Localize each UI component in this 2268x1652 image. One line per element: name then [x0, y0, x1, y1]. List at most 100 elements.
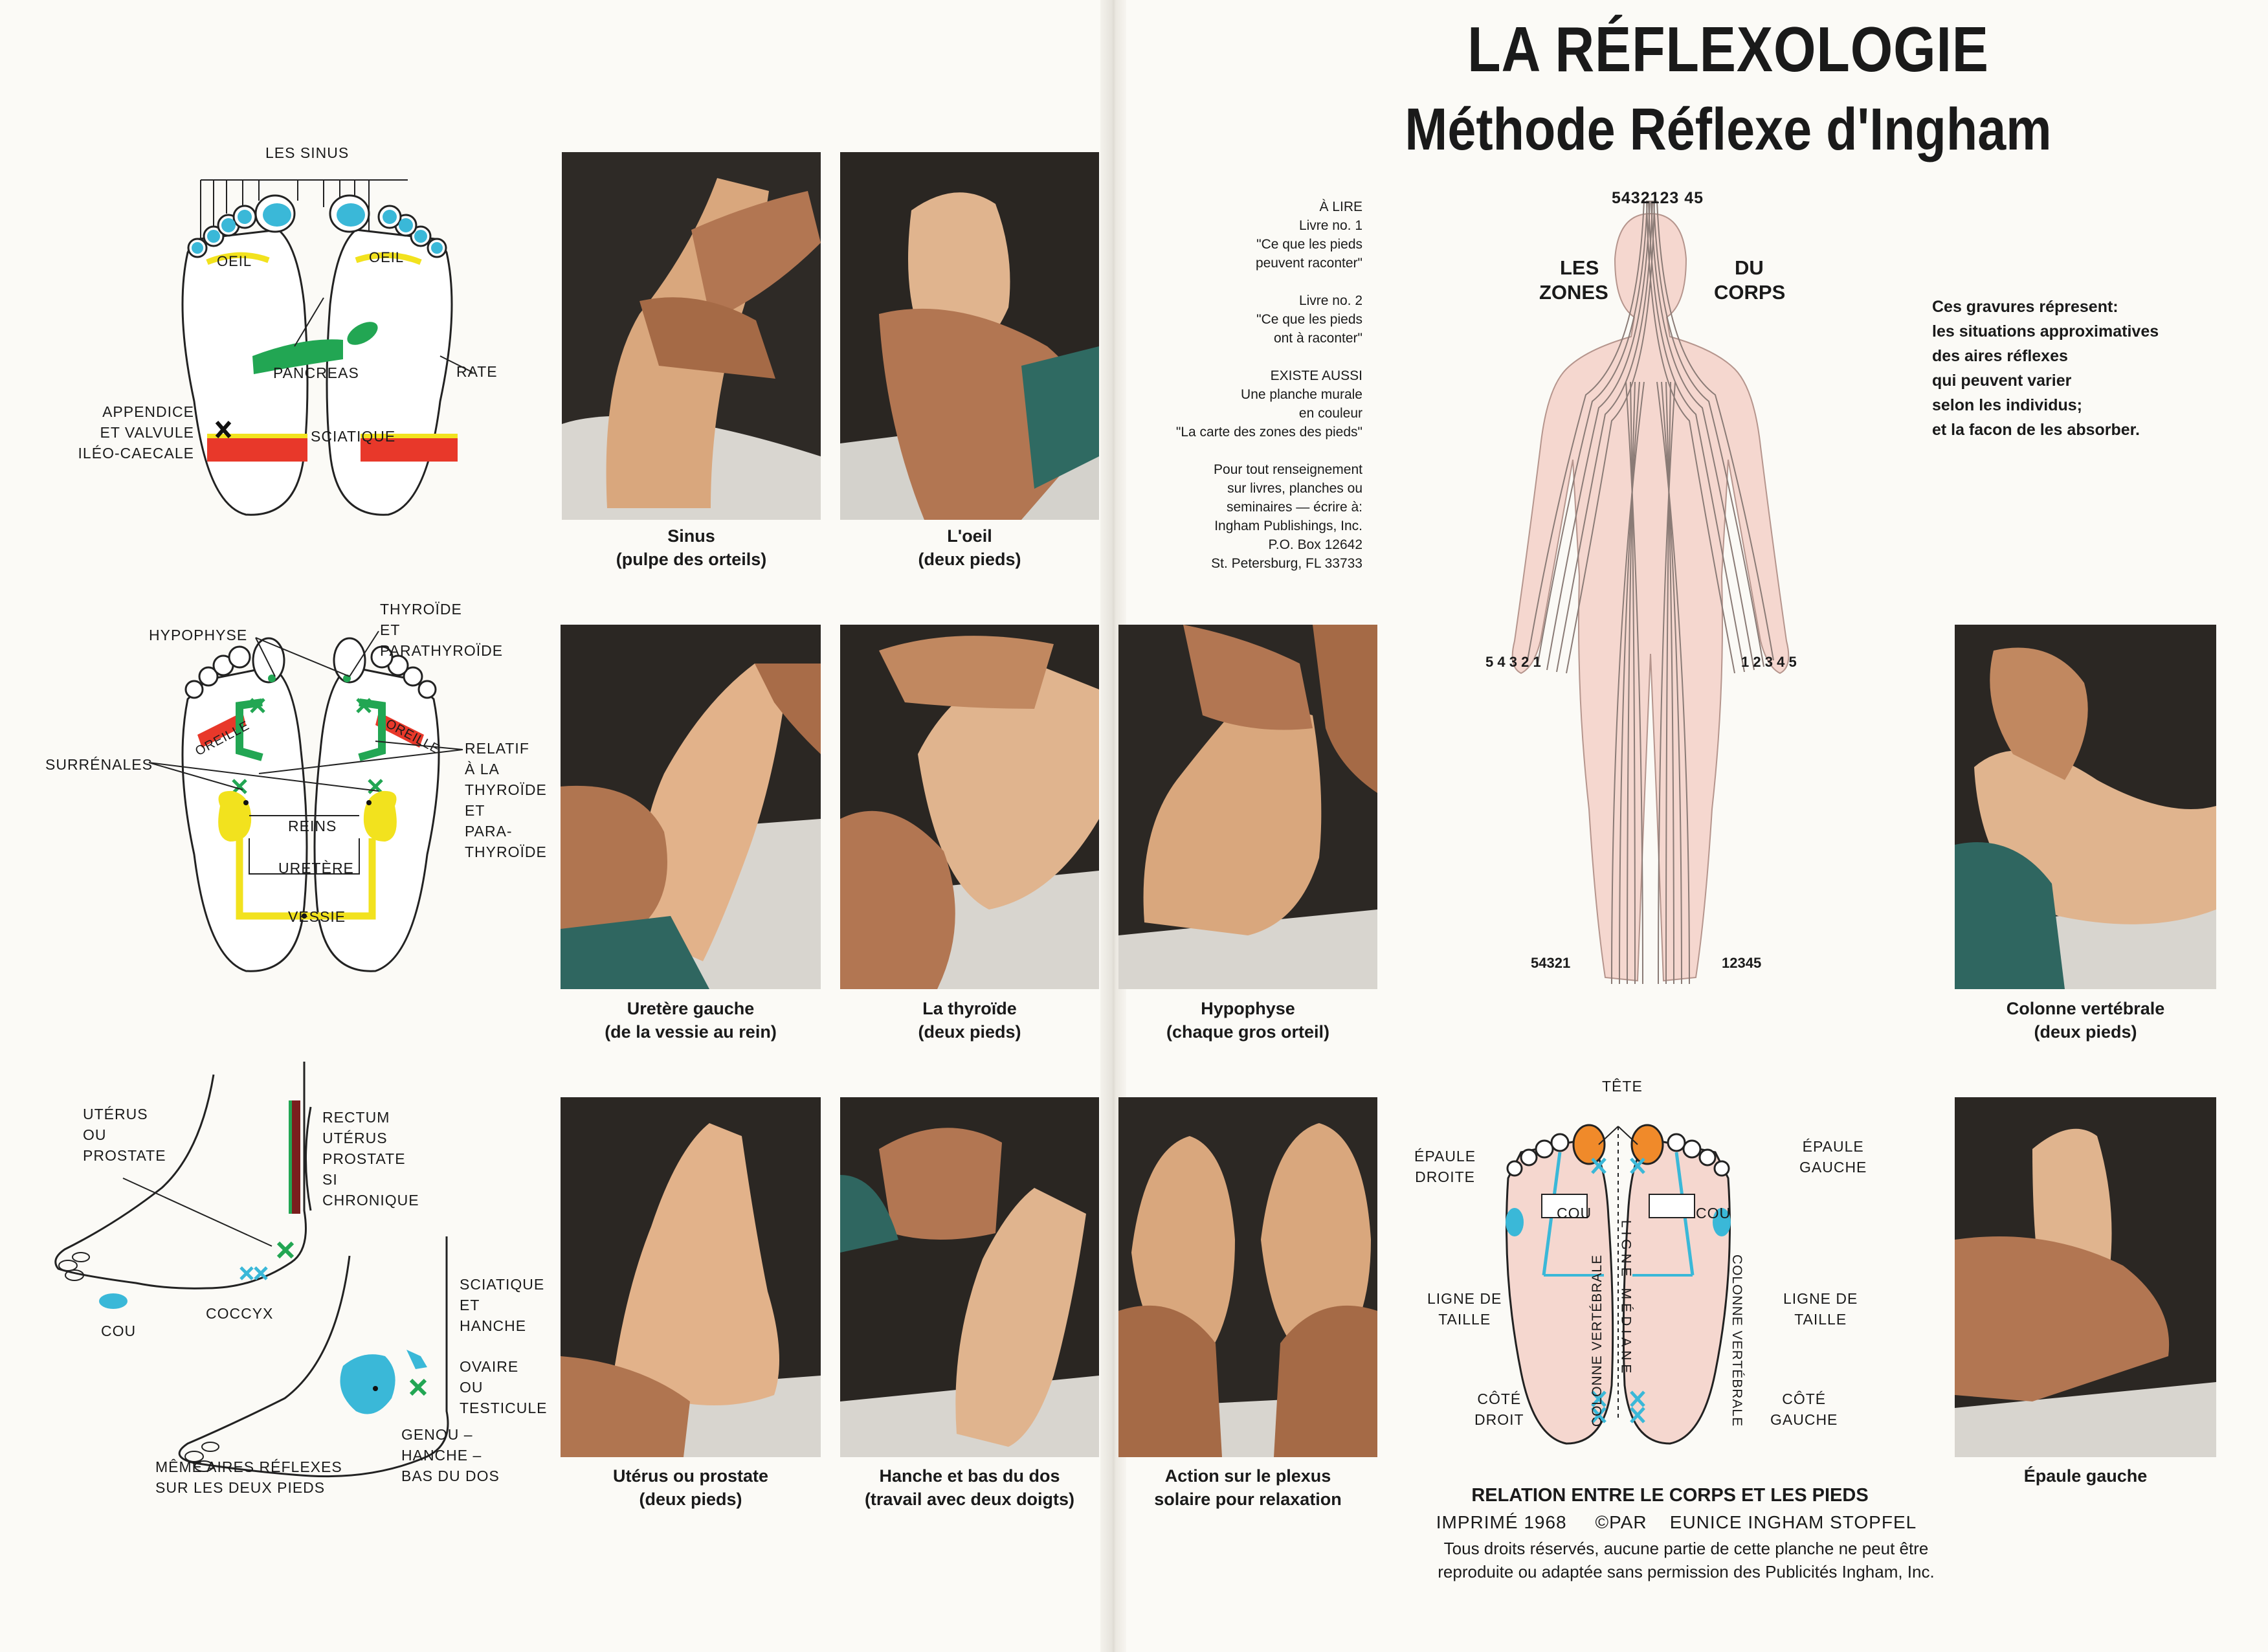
label-les: LES [1560, 256, 1599, 279]
label-relatif-1: RELATIF [465, 740, 529, 757]
photo-plexus [1118, 1097, 1377, 1457]
label-rectum-3: PROSTATE [322, 1150, 406, 1167]
label-relatif-4: ET [465, 802, 485, 819]
label-oeil-right: OEIL [369, 249, 405, 265]
body-zones-figure [1450, 188, 1851, 1029]
label-sciatique-2: ET [460, 1297, 480, 1313]
label-meme-2: SUR LES DEUX PIEDS [155, 1479, 326, 1496]
engravings-line: les situations approximatives [1932, 322, 2159, 340]
label-uterus: UTÉRUS OU PROSTATE [83, 1104, 166, 1166]
label-ovaire-1: OVAIRE [460, 1358, 519, 1375]
label-pancreas: PANCREAS [273, 364, 359, 381]
label-appendice-2: ET VALVULE [100, 424, 194, 441]
diagram2-leader-lines [148, 631, 463, 792]
relation-diagram [1495, 1113, 1741, 1450]
label-ligne-taille-right: LIGNE DE TAILLE [1783, 1288, 1858, 1330]
label-cote-droit: CÔTÉ DROIT [1474, 1389, 1524, 1430]
zone-number: 3 [1546, 955, 1555, 971]
caption-hanche-sub: (travail avec deux doigts) [864, 1490, 1075, 1509]
photo-colonne [1955, 625, 2216, 989]
label-rectum-4: SI [322, 1171, 338, 1188]
label-ligne-taille-r-1: LIGNE DE [1783, 1290, 1858, 1307]
label-genou-2: HANCHE – [401, 1447, 482, 1464]
label-tete: TÊTE [1602, 1078, 1643, 1095]
label-cote-droit-2: DROIT [1474, 1411, 1524, 1428]
head-zone-numbers: 5432123 45 [1612, 189, 1704, 207]
caption-thyroide-title: La thyroïde [922, 999, 1017, 1018]
reading-line: Ingham Publishings, Inc. [1214, 519, 1362, 533]
caption-hanche-title: Hanche et bas du dos [879, 1466, 1060, 1486]
caption-plexus-sub: solaire pour relaxation [1154, 1490, 1342, 1509]
label-colonne-left: COLONNE VERTÉBRALE [1590, 1254, 1605, 1427]
label-genou-1: GENOU – [401, 1426, 473, 1443]
reading-line: Livre no. 2 [1298, 293, 1362, 308]
zone-number: 3 [1764, 654, 1773, 670]
reading-line: Pour tout renseignement [1214, 462, 1362, 477]
photo-hanche [840, 1097, 1099, 1457]
label-surrenales: SURRÉNALES [45, 756, 153, 773]
label-thyroide-3: PARATHYROÏDE [380, 642, 504, 659]
label-ligne-taille-l-2: TAILLE [1438, 1311, 1491, 1328]
label-epaule-gauche-1: ÉPAULE [1802, 1138, 1864, 1155]
label-thyroide: THYROÏDE ET PARATHYROÏDE [380, 599, 503, 661]
caption-colonne-title: Colonne vertébrale [2006, 999, 2165, 1018]
zone-number: 4 [1497, 654, 1506, 670]
caption-hanche: Hanche et bas du dos (travail avec deux … [840, 1464, 1099, 1511]
footer-par: ©PAR [1595, 1512, 1647, 1532]
diagram-side-feet [39, 1049, 570, 1502]
label-epaule-droite-2: DROITE [1415, 1168, 1475, 1185]
label-vessie: VESSIE [288, 908, 346, 925]
caption-hypophyse-sub: (chaque gros orteil) [1166, 1022, 1330, 1042]
caption-uterus-title: Utérus ou prostate [612, 1466, 769, 1486]
caption-oeil-title: L'oeil [947, 526, 992, 546]
reading-line: "Ce que les pieds [1256, 312, 1362, 327]
reading-line: peuvent raconter" [1255, 256, 1362, 271]
zone-number: 1 [1722, 955, 1730, 971]
label-cou-right: COU [1696, 1205, 1731, 1222]
caption-epaule-title: Épaule gauche [2023, 1466, 2148, 1486]
relation-title: RELATION ENTRE LE CORPS ET LES PIEDS [1471, 1485, 1869, 1506]
zone-number: 1 [1741, 654, 1750, 670]
label-sciatique-3: HANCHE [460, 1317, 527, 1334]
caption-oeil: L'oeil (deux pieds) [840, 524, 1099, 571]
engravings-line: des aires réflexes [1932, 347, 2068, 365]
footer-rights-2: reproduite ou adaptée sans permission de… [1438, 1562, 1935, 1581]
left-hand-numbers: 5 4 3 2 1 [1485, 654, 1541, 671]
label-reins: REINS [288, 818, 337, 834]
label-relatif-3: THYROÏDE [465, 781, 547, 798]
reading-line: en couleur [1298, 406, 1362, 421]
label-rate: RATE [456, 363, 498, 380]
zone-number: 4 [1745, 955, 1753, 971]
reading-line: seminaires — écrire à: [1226, 500, 1362, 515]
diagram-sinus-feet: LES SINUS OEIL OEIL PANCREAS RATE SCIATI… [110, 142, 563, 531]
caption-epaule: Épaule gauche [1955, 1464, 2216, 1488]
engravings-line: selon les individus; [1932, 396, 2082, 414]
caption-uretere-title: Uretère gauche [627, 999, 755, 1018]
label-appendice-3: ILÉO-CAECALE [78, 445, 194, 462]
footer-imprime: IMPRIMÉ 1968 [1436, 1512, 1567, 1532]
reading-line: Une planche murale [1241, 387, 1362, 402]
label-epaule-gauche: ÉPAULE GAUCHE [1799, 1136, 1867, 1178]
photo-uterus [561, 1097, 821, 1457]
caption-plexus-title: Action sur le plexus [1164, 1466, 1331, 1486]
label-sciatique-hanche: SCIATIQUE ET HANCHE [460, 1274, 544, 1336]
label-sciatique: SCIATIQUE [311, 428, 396, 445]
label-cou-left: COU [1557, 1205, 1592, 1222]
zone-number: 4 [1777, 654, 1785, 670]
engravings-line: et la facon de les absorber. [1932, 421, 2140, 439]
label-ligne-taille-l-1: LIGNE DE [1427, 1290, 1502, 1307]
label-cote-droit-1: CÔTÉ [1477, 1390, 1522, 1407]
caption-oeil-sub: (deux pieds) [918, 550, 1021, 569]
reading-line: Livre no. 1 [1298, 218, 1362, 233]
label-meme-1: MÊME AIRES RÉFLEXES [155, 1458, 342, 1475]
zone-number: 5 [1753, 955, 1762, 971]
reading-line: ont à raconter" [1273, 331, 1362, 346]
photo-hypophyse [1118, 625, 1377, 989]
footer-author: EUNICE INGHAM STOPFEL [1669, 1512, 1917, 1532]
caption-plexus: Action sur le plexus solaire pour relaxa… [1118, 1464, 1377, 1511]
label-relatif-5: PARA- [465, 823, 513, 840]
caption-thyroide: La thyroïde (deux pieds) [840, 997, 1099, 1044]
zone-number: 3 [1737, 955, 1746, 971]
label-colonne-right: COLONNE VERTÉBRALE [1729, 1254, 1745, 1427]
label-cou-side: COU [101, 1323, 137, 1339]
